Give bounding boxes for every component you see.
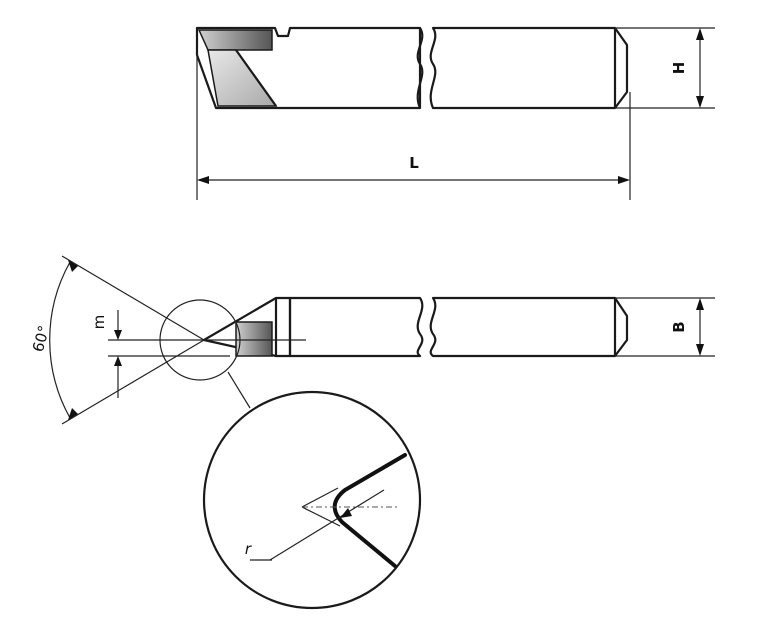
- side-view-body-right: [429, 26, 629, 110]
- side-view: H L: [195, 26, 715, 200]
- detail-tip-profile: [332, 453, 407, 568]
- detail-circle-small: [159, 299, 241, 381]
- top-view-body-right: [429, 296, 629, 358]
- detail-view: r: [202, 390, 422, 610]
- width-label: B: [670, 321, 688, 332]
- top-view-body-left: [288, 296, 424, 358]
- detail-leader: [227, 371, 251, 409]
- radius-label: r: [245, 540, 252, 558]
- offset-label: m: [90, 315, 108, 330]
- top-view-insert: [235, 321, 273, 357]
- side-view-body-left: [195, 26, 422, 110]
- side-view-insert: [197, 29, 273, 51]
- top-view: B 60° m: [29, 255, 715, 425]
- angle-arc: [49, 261, 71, 419]
- height-label: H: [670, 62, 688, 75]
- detail-circle-large: [202, 390, 422, 610]
- break-line-left: [416, 27, 424, 109]
- length-label: L: [409, 154, 419, 172]
